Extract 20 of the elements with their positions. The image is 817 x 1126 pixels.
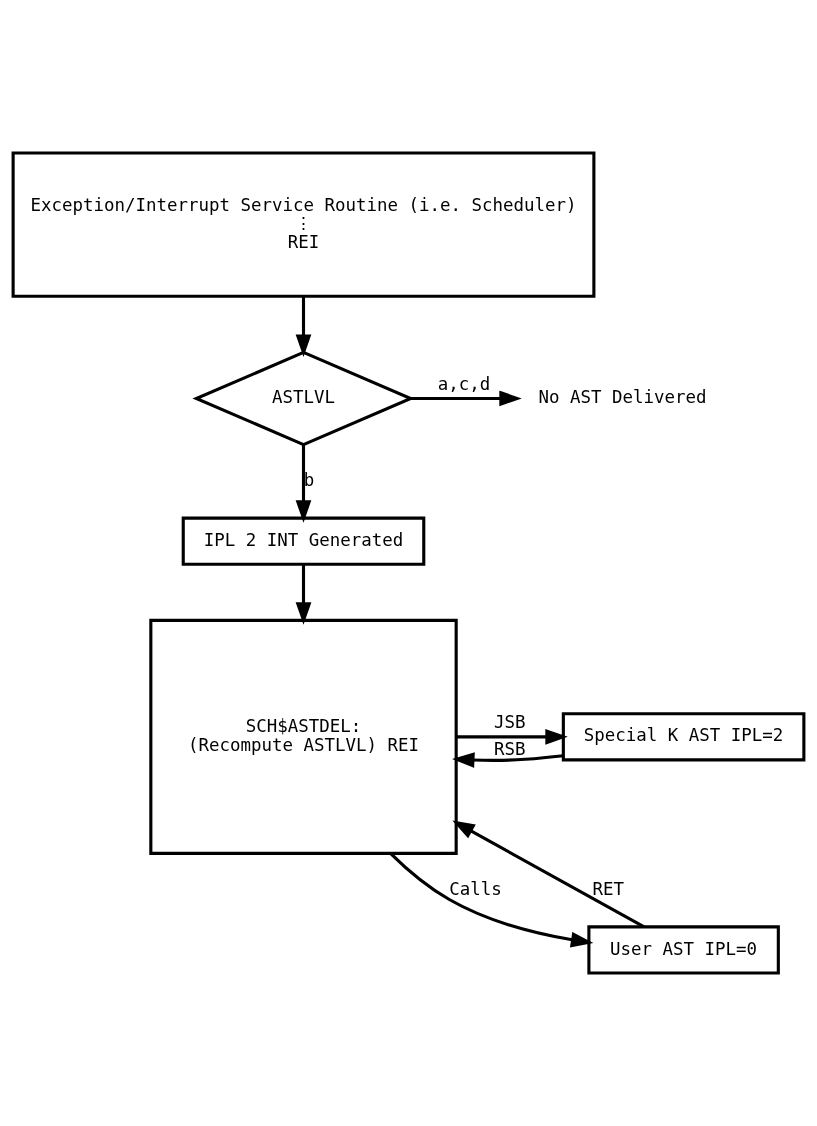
node-box: SCH$ASTDEL: (Recompute ASTLVL) REI — [149, 618, 458, 855]
arrow — [452, 820, 645, 929]
arrow — [295, 564, 312, 625]
arrow — [295, 444, 312, 523]
edge-label: Calls — [449, 878, 502, 899]
edge-label: RET — [592, 878, 624, 899]
node-box: Special K AST IPL=2 — [561, 712, 806, 762]
node-box: User AST IPL=0 — [587, 925, 780, 975]
arrow — [411, 390, 522, 407]
edge-label: JSB — [494, 712, 526, 733]
node-box: Exception/Interrupt Service Routine (i.e. Scheduler) ⋮ REI — [11, 151, 596, 298]
arrow — [452, 752, 564, 768]
node-text: No AST Delivered — [538, 387, 707, 408]
arrow — [456, 729, 568, 745]
edge-label: a,c,d — [437, 374, 491, 395]
arrow — [389, 852, 594, 948]
edge-label: RSB — [494, 738, 526, 759]
node-box: IPL 2 INT Generated — [181, 516, 426, 566]
edge-label: b — [303, 469, 315, 490]
arrow — [295, 296, 312, 357]
